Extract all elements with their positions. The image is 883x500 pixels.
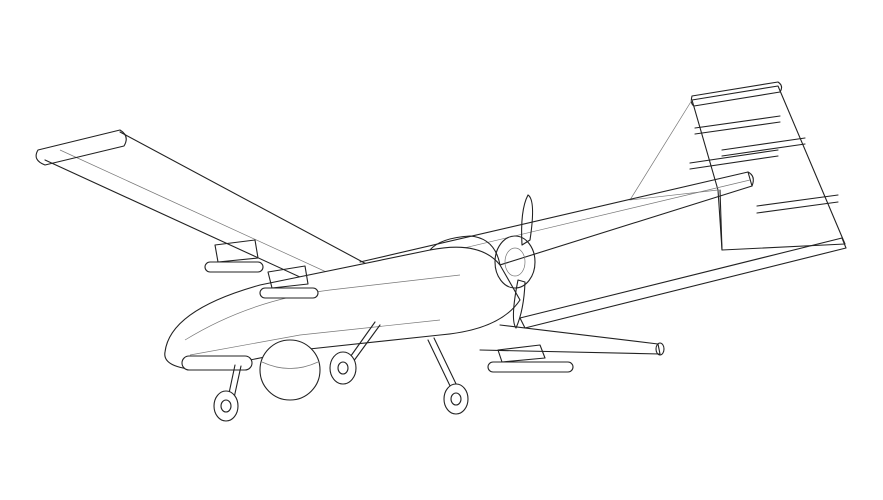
propeller <box>512 194 534 329</box>
tail-boom <box>519 237 847 329</box>
left-main-landing-gear <box>329 321 381 385</box>
horizontal-stabilizer <box>479 324 665 356</box>
right-munition <box>487 344 574 373</box>
engine <box>494 235 536 289</box>
camera-turret <box>259 339 321 401</box>
nose-pod <box>181 355 253 371</box>
fuselage <box>164 235 521 371</box>
left-inner-munition <box>259 265 319 299</box>
tail-antennas <box>689 115 839 214</box>
left-outer-munition <box>204 239 264 273</box>
right-main-landing-gear <box>427 337 469 415</box>
nose-landing-gear <box>213 364 242 422</box>
vertical-tail-fin <box>629 81 846 251</box>
